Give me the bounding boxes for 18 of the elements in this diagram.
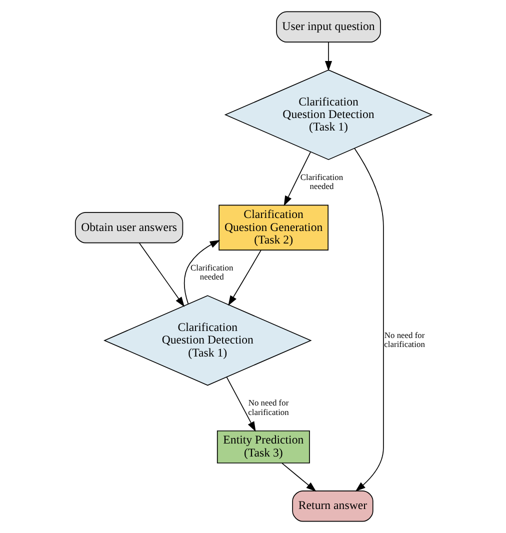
edge-label: Clarification needed <box>190 262 233 282</box>
node-box: Clarification Question Generation (Task 2) <box>218 204 328 250</box>
arrow <box>138 242 184 307</box>
arrow <box>228 250 261 306</box>
arrow <box>281 462 316 492</box>
edge-label: No need for clarification <box>384 330 424 350</box>
node-box: Obtain user answers <box>74 212 183 244</box>
arrow <box>354 148 384 492</box>
arrow <box>324 42 332 72</box>
node-box: Return answer <box>292 490 373 522</box>
node-diamond: Clarification Question Detection (Task 1) <box>224 70 432 160</box>
arrow <box>226 376 256 432</box>
edge-label: No need for clarification <box>248 398 288 417</box>
arrow <box>283 152 310 206</box>
node-box: Entity Prediction (Task 3) <box>216 430 310 464</box>
node-box: User input question <box>276 11 380 43</box>
edge-label: Clarification needed <box>300 172 343 192</box>
arrow <box>183 240 220 304</box>
